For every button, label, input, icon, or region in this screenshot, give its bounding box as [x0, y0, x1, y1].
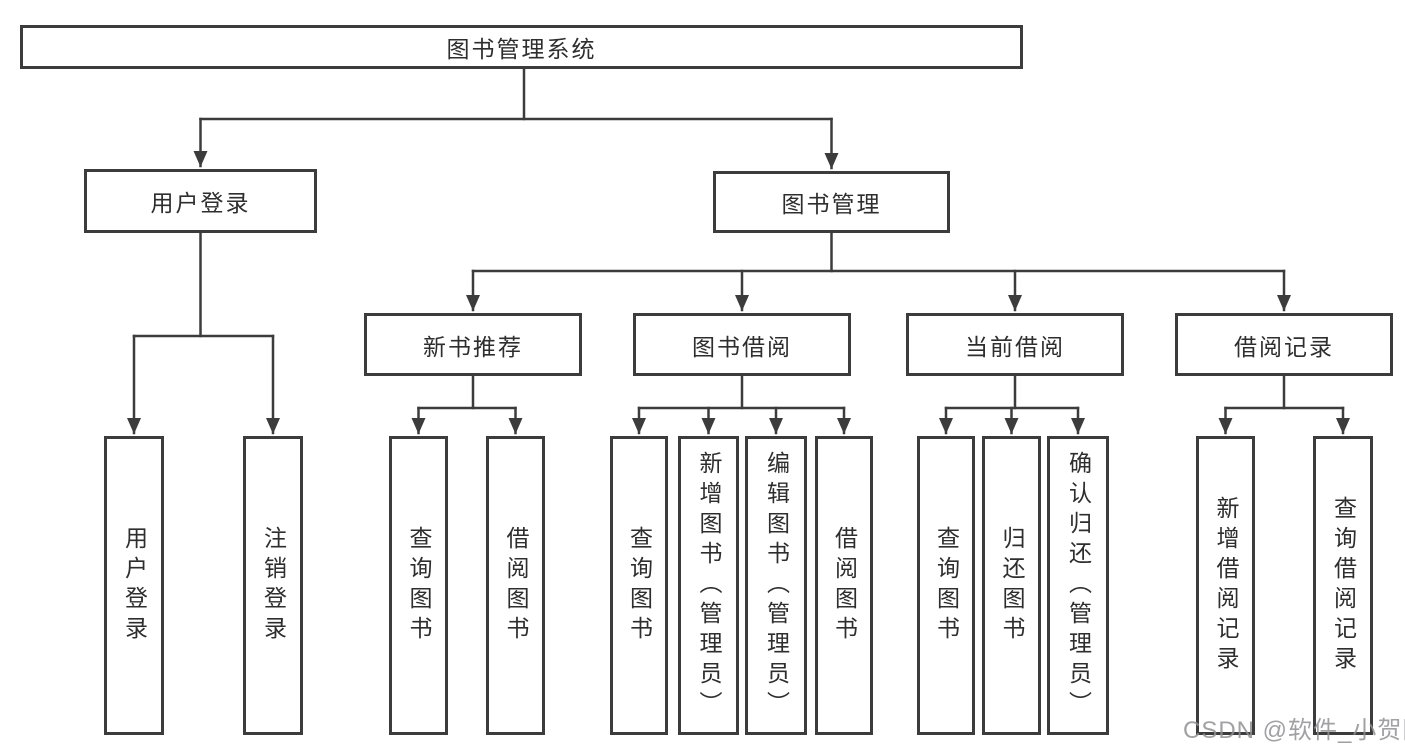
- node-leaf-borrow-books-recommend: 借阅图书: [486, 436, 545, 735]
- node-leaf-add-borrow-record: 新增借阅记录: [1196, 436, 1255, 735]
- node-leaf-query-books-borrowing: 查询图书: [610, 436, 668, 735]
- node-new-book-recommendation: 新书推荐: [364, 313, 582, 376]
- node-leaf-query-books-current: 查询图书: [917, 436, 975, 735]
- node-current-borrowing: 当前借阅: [906, 313, 1124, 376]
- node-leaf-confirm-return-admin: 确认归还（管理员）: [1047, 436, 1109, 735]
- node-leaf-return-books: 归还图书: [982, 436, 1041, 735]
- node-leaf-query-borrow-record: 查询借阅记录: [1313, 436, 1373, 735]
- node-leaf-query-books-recommend: 查询图书: [389, 436, 448, 735]
- node-leaf-edit-books-admin: 编辑图书（管理员）: [745, 436, 807, 735]
- node-leaf-add-books-admin: 新增图书（管理员）: [678, 436, 739, 735]
- csdn-watermark: CSDN @软件_小贺同学: [1183, 717, 1405, 744]
- node-borrowing-records: 借阅记录: [1175, 313, 1393, 376]
- node-book-management: 图书管理: [713, 171, 950, 233]
- node-book-borrowing: 图书借阅: [633, 313, 851, 376]
- node-leaf-borrow-books: 借阅图书: [815, 436, 873, 735]
- node-library-management-system: 图书管理系统: [20, 25, 1023, 69]
- node-leaf-user-login: 用户登录: [104, 436, 164, 735]
- node-leaf-logout: 注销登录: [243, 436, 303, 735]
- node-user-login: 用户登录: [84, 169, 317, 233]
